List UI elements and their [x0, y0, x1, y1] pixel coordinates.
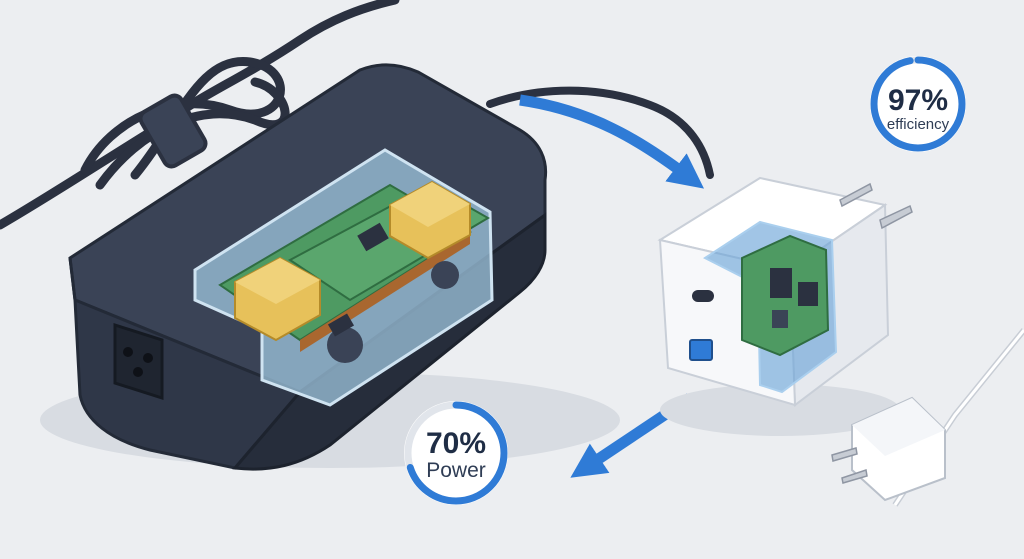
- power-gauge: 70% Power: [404, 401, 508, 505]
- arrow-icon: [519, 94, 705, 189]
- gauge-value: 97%: [888, 84, 948, 117]
- usb-a-port-icon: [689, 339, 713, 361]
- transformer-icon: [234, 180, 471, 342]
- efficiency-gauge: 97% efficiency: [870, 56, 966, 152]
- usb-c-port-icon: [692, 290, 714, 302]
- charger-shadow: [660, 384, 900, 436]
- gauge-label: efficiency: [887, 116, 950, 133]
- gauge-fill: [870, 56, 966, 152]
- iec-socket-icon: [113, 322, 164, 401]
- cord-icon: [0, 0, 714, 230]
- gauge-label: Power: [426, 459, 486, 482]
- plug-prongs-icon: [839, 182, 913, 230]
- gauge-fill: [404, 401, 508, 505]
- compact-charger: [657, 176, 913, 436]
- gauge-value: 70%: [426, 427, 486, 460]
- wall-plug-icon: [831, 328, 1024, 507]
- pcb-board-icon: [741, 234, 830, 357]
